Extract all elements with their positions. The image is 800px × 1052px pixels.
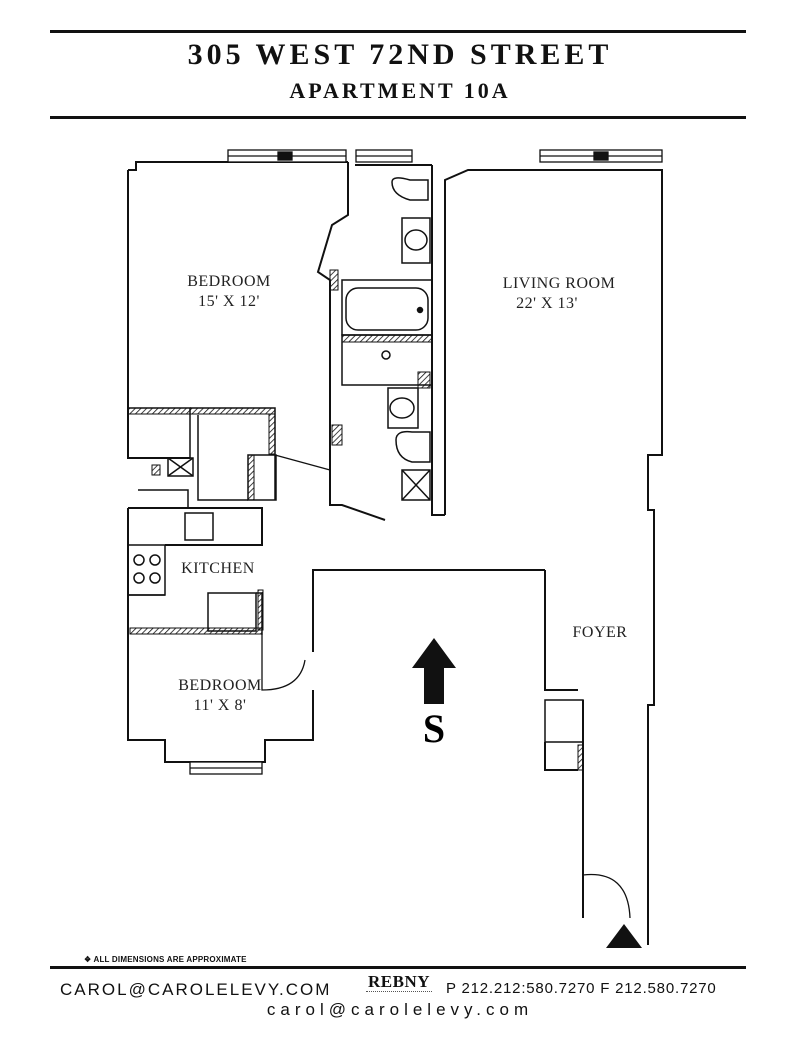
footer-rule	[50, 966, 746, 969]
apartment-subtitle: APARTMENT 10A	[289, 78, 511, 103]
hatched-walls	[127, 269, 584, 771]
page-title: 305 WEST 72ND STREET	[187, 38, 613, 71]
bedroom-1-name: BEDROOM	[187, 273, 271, 290]
bedroom-2-dims: 11' X 8'	[194, 697, 247, 714]
doors	[261, 454, 649, 919]
bathroom-fixtures	[167, 177, 431, 501]
rebny-logo-text: REBNY	[367, 972, 430, 991]
living-room-dims: 22' X 13'	[516, 295, 578, 312]
bedroom-1-dims: 15' X 12'	[198, 293, 260, 310]
rebny-logo: REBNY	[366, 972, 436, 1000]
north-arrow-icon	[412, 638, 456, 704]
foyer-name: FOYER	[573, 624, 628, 641]
contact-phone-fax: P 212.212:580.7270 F 212.580.7270	[446, 980, 717, 997]
kitchen-name: KITCHEN	[181, 560, 255, 577]
top-rule	[50, 30, 746, 33]
entrance-arrow-icon	[606, 924, 642, 948]
bedroom-2-name: BEDROOM	[178, 677, 262, 694]
windows	[189, 149, 663, 775]
header-rule	[50, 116, 746, 119]
contact-email-lowercase[interactable]: carol@carolelevy.com	[266, 1000, 534, 1019]
kitchen-fixtures	[133, 554, 161, 584]
contact-email[interactable]: CAROL@CAROLELEVY.COM	[60, 980, 332, 999]
rebny-logo-underline	[366, 991, 432, 996]
living-room-name: LIVING ROOM	[503, 275, 616, 292]
dimensions-note: ❖ ALL DIMENSIONS ARE APPROXIMATE	[84, 955, 247, 964]
compass-label: S	[423, 706, 445, 751]
